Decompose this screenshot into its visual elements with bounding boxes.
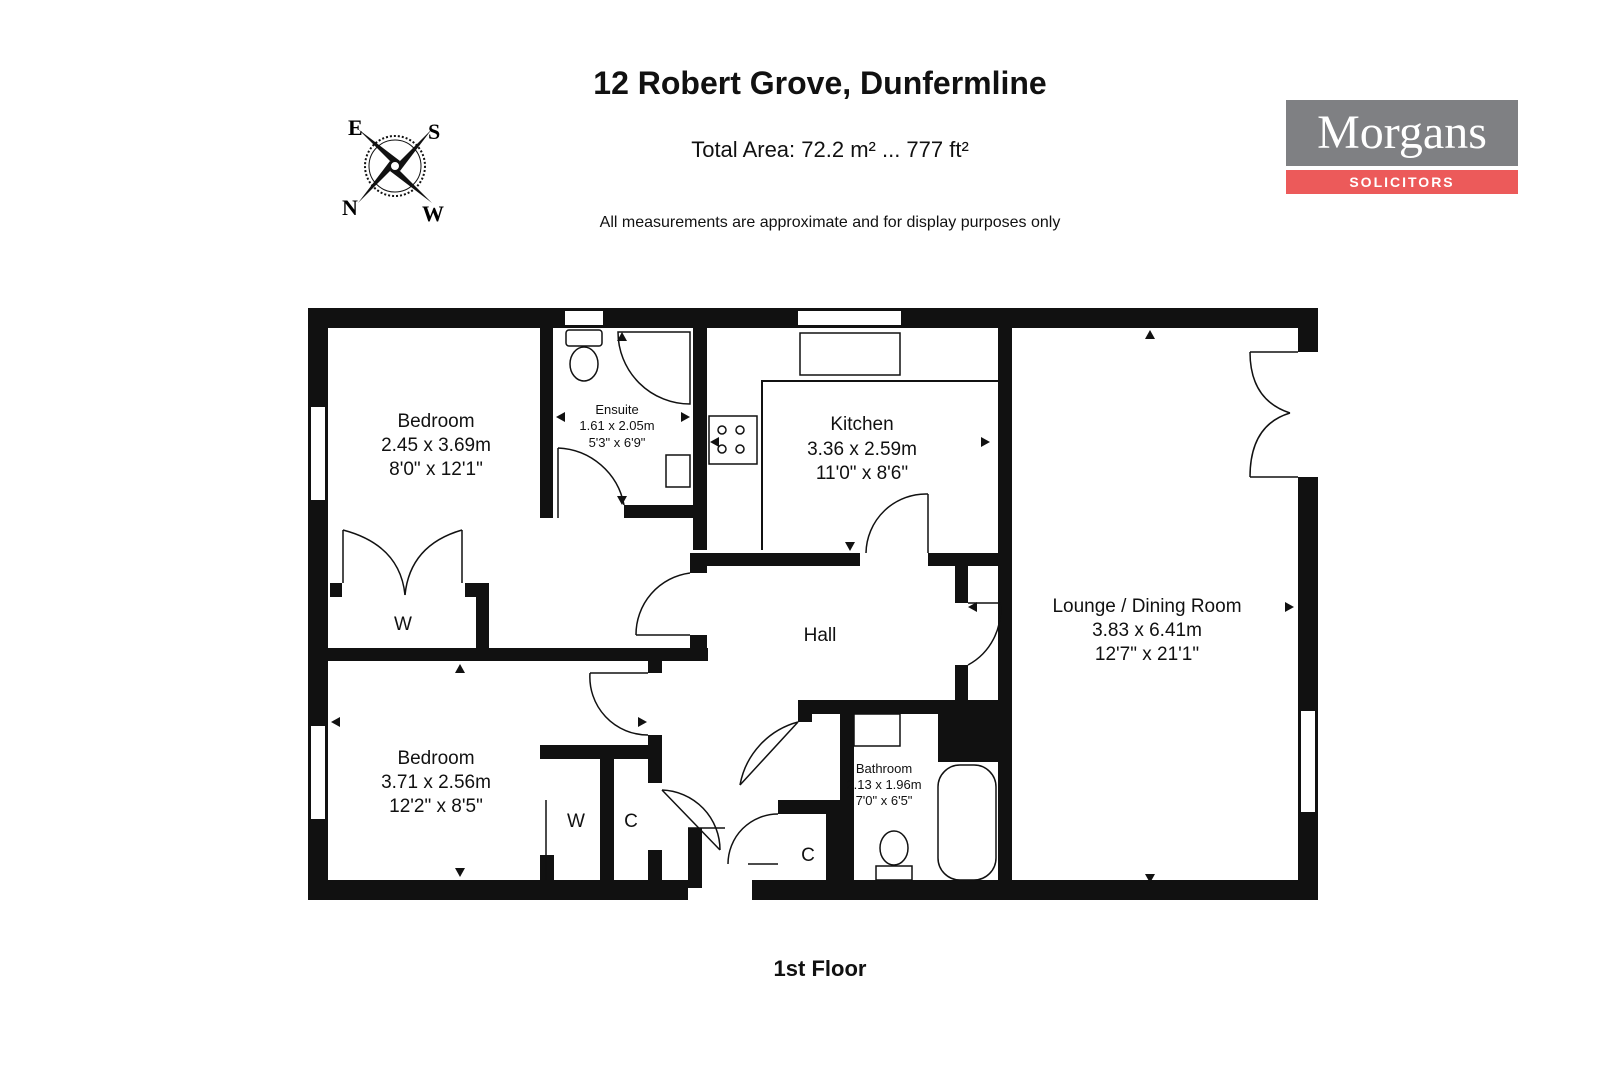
hall-name: Hall bbox=[804, 625, 837, 646]
bathroom-name: Bathroom bbox=[856, 761, 912, 776]
ensuite-toilet-icon bbox=[565, 329, 603, 347]
bath-icon bbox=[937, 764, 997, 881]
dimension-markers bbox=[331, 330, 1294, 883]
bathroom-toilet-icon bbox=[875, 865, 913, 881]
bathroom-toilet-bowl-icon bbox=[879, 830, 909, 866]
bedroom2-metric: 3.71 x 2.56m bbox=[381, 772, 491, 793]
page-title: 12 Robert Grove, Dunfermline bbox=[593, 65, 1047, 101]
kitchen-name: Kitchen bbox=[830, 414, 893, 435]
windows bbox=[309, 309, 1317, 821]
compass-w: W bbox=[422, 201, 444, 225]
logo-name: Morgans bbox=[1286, 100, 1518, 166]
morgans-logo: Morgans SOLICITORS bbox=[1286, 100, 1518, 194]
ensuite-name: Ensuite bbox=[595, 402, 638, 417]
compass-n: N bbox=[342, 195, 358, 220]
kitchen-imperial: 11'0" x 8'6" bbox=[816, 463, 908, 484]
fixtures bbox=[565, 329, 997, 881]
bedroom2-imperial: 12'2" x 8'5" bbox=[389, 796, 483, 817]
compass-icon: E S N W bbox=[342, 115, 444, 225]
shower-icon bbox=[617, 331, 691, 405]
floor-label: 1st Floor bbox=[773, 956, 867, 981]
ensuite-toilet-bowl-icon bbox=[569, 346, 599, 382]
wardrobe2-label: W bbox=[567, 811, 585, 832]
cupboard1-label: C bbox=[624, 811, 638, 832]
bathroom-metric: 2.13 x 1.96m bbox=[846, 777, 921, 792]
lounge-metric: 3.83 x 6.41m bbox=[1092, 620, 1202, 641]
disclaimer: All measurements are approximate and for… bbox=[599, 214, 1061, 231]
compass-s: S bbox=[428, 119, 440, 144]
cupboard2-label: C bbox=[801, 845, 815, 866]
wardrobe1-label: W bbox=[394, 614, 412, 635]
french-door-gap bbox=[1297, 352, 1319, 477]
lounge-imperial: 12'7" x 21'1" bbox=[1095, 644, 1199, 665]
logo-tagline: SOLICITORS bbox=[1286, 170, 1518, 194]
bedroom1-name: Bedroom bbox=[397, 411, 474, 432]
internal-walls bbox=[318, 318, 1012, 890]
ensuite-imperial: 5'3" x 6'9" bbox=[589, 435, 646, 450]
kitchen-sink-icon bbox=[799, 332, 901, 376]
ensuite-sink-icon bbox=[665, 454, 691, 488]
lounge-name: Lounge / Dining Room bbox=[1052, 596, 1241, 617]
bathroom-sink-icon bbox=[853, 713, 901, 747]
kitchen-metric: 3.36 x 2.59m bbox=[807, 439, 917, 460]
bedroom2-name: Bedroom bbox=[397, 748, 474, 769]
bedroom1-imperial: 8'0" x 12'1" bbox=[389, 459, 483, 480]
compass-e: E bbox=[348, 115, 363, 140]
bathroom-imperial: 7'0" x 6'5" bbox=[856, 793, 913, 808]
room-labels: Bedroom 2.45 x 3.69m 8'0" x 12'1" Ensuit… bbox=[381, 402, 1241, 866]
ensuite-metric: 1.61 x 2.05m bbox=[579, 418, 654, 433]
total-area: Total Area: 72.2 m² ... 777 ft² bbox=[691, 137, 969, 162]
bedroom1-metric: 2.45 x 3.69m bbox=[381, 435, 491, 456]
doors bbox=[342, 351, 1298, 880]
